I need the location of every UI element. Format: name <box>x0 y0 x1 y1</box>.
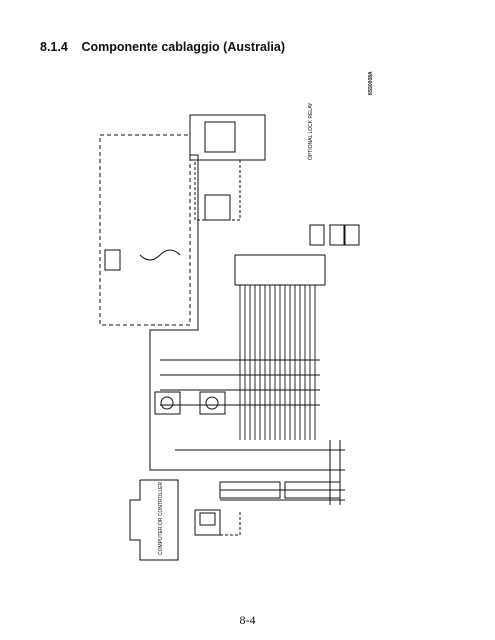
relay-block-mid <box>194 159 241 221</box>
connector-plug <box>194 509 221 536</box>
sensor-block <box>104 249 121 271</box>
controller-box <box>129 479 179 561</box>
relay-right-2 <box>329 224 345 246</box>
section-heading: 8.1.4 Componente cablaggio (Australia) <box>40 40 285 54</box>
wire-bundle <box>239 285 316 440</box>
section-title: Componente cablaggio (Australia) <box>81 40 285 54</box>
connector-strip <box>234 254 326 286</box>
terminal-strip-left <box>219 481 281 499</box>
section-number: 8.1.4 <box>40 40 68 54</box>
dashed-link <box>220 510 241 536</box>
horizontal-wires <box>160 359 345 501</box>
contactor-left <box>154 391 181 415</box>
terminal-block-mid <box>204 194 231 221</box>
supply-loop <box>149 154 199 471</box>
page-number: 8-4 <box>239 613 256 627</box>
relay-block-top-inner <box>204 121 236 153</box>
coil-right <box>205 396 219 410</box>
controller-label: COMPUTER OR CONTROLLER <box>158 482 164 555</box>
sensor-symbol <box>139 249 181 261</box>
optional-relay-label: OPTIONAL LOCK RELAY <box>308 102 314 160</box>
contactor-right <box>199 391 226 415</box>
relay-right-3 <box>344 224 360 246</box>
controller-enclosure-outline <box>99 134 191 326</box>
coil-left <box>160 396 174 410</box>
document-code: 8S50008A <box>368 71 374 95</box>
relay-right-1 <box>309 224 325 246</box>
connector-pins <box>199 512 216 526</box>
